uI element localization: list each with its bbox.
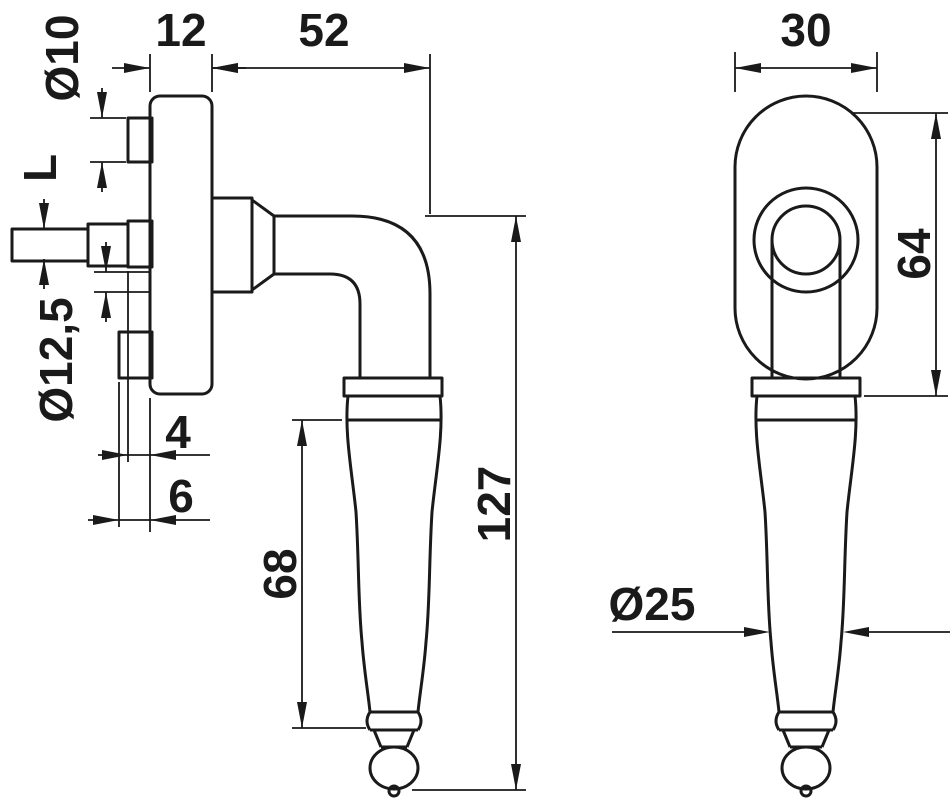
dim-lines — [292, 419, 366, 729]
dim-lines — [412, 215, 526, 791]
grip-finial-side — [368, 745, 420, 791]
grip-finial-front — [780, 745, 832, 791]
grip-flange-side — [342, 376, 444, 398]
dim-overall-length: 127 — [412, 215, 526, 791]
handle-arm-inner-edge — [274, 272, 362, 378]
dim-lines — [853, 112, 948, 397]
dim-plate-thickness: 12 — [112, 4, 246, 92]
dimensions: 12 52 Ø10 L Ø12,5 4 — [14, 4, 950, 791]
neck-sides-front — [770, 240, 842, 378]
dim-screw-boss-dia-label: Ø10 — [36, 15, 88, 102]
dim-lines — [112, 54, 246, 92]
dim-lines — [90, 88, 126, 192]
dim-grip-dia-label: Ø25 — [609, 578, 696, 630]
dim-neck-dia: Ø12,5 — [30, 242, 150, 423]
dim-neck-dia-label: Ø12,5 — [30, 297, 82, 422]
handle-arm-outer-edge — [274, 214, 432, 378]
neck-taper — [251, 198, 276, 292]
spindle-boss — [126, 219, 154, 269]
arrowheads — [39, 203, 49, 285]
dim-grip-dia: Ø25 — [609, 578, 950, 637]
arrowheads — [97, 92, 107, 188]
neck-ring-inner — [770, 204, 842, 276]
neck-collar — [210, 196, 254, 294]
grip-body-side — [345, 395, 443, 713]
dim-rosette-length-label: 64 — [888, 228, 940, 280]
dim-plate-thickness-label: 12 — [155, 4, 206, 56]
arrowheads — [93, 515, 176, 525]
dim-grip-length-label: 68 — [254, 548, 306, 599]
dim-overall-length-label: 127 — [468, 466, 520, 543]
dim-spindle-label: L — [14, 154, 66, 182]
grip-rings-side — [365, 710, 423, 749]
dim-projection-label: 52 — [298, 4, 349, 56]
side-view — [10, 94, 444, 798]
dim-lines — [94, 242, 150, 322]
grip-finial-tip-front — [799, 784, 813, 798]
front-view — [733, 94, 879, 798]
arrowheads — [101, 246, 111, 318]
rosette-plate-side — [148, 94, 214, 396]
arrowheads — [102, 450, 176, 460]
dim-projection: 52 — [212, 4, 431, 214]
upper-screw-boss — [126, 116, 154, 164]
grip-flange-front — [750, 376, 862, 398]
dim-screw-boss-dia: Ø10 — [36, 15, 126, 192]
dim-spindle: L — [14, 154, 66, 289]
arrowheads — [744, 627, 869, 637]
dim-upper-boss-depth: 4 — [98, 271, 210, 532]
dim-grip-length: 68 — [254, 419, 366, 729]
dim-rosette-width: 30 — [734, 4, 878, 92]
dim-lower-boss-depth-label: 6 — [168, 470, 194, 522]
dim-rosette-length: 64 — [853, 112, 948, 397]
lower-screw-boss — [117, 330, 154, 380]
spindle-shaft — [10, 227, 90, 263]
dim-rosette-width-label: 30 — [780, 4, 831, 56]
rosette-front — [733, 94, 879, 381]
dim-lines — [212, 54, 431, 214]
grip-body-front — [754, 395, 858, 713]
dim-upper-boss-depth-label: 4 — [165, 406, 191, 458]
neck-ring-outer — [752, 186, 860, 294]
grip-rings-front — [774, 710, 838, 749]
arrowheads — [212, 63, 430, 73]
grip-finial-tip-side — [387, 784, 401, 798]
dim-lower-boss-depth: 6 — [88, 382, 210, 527]
